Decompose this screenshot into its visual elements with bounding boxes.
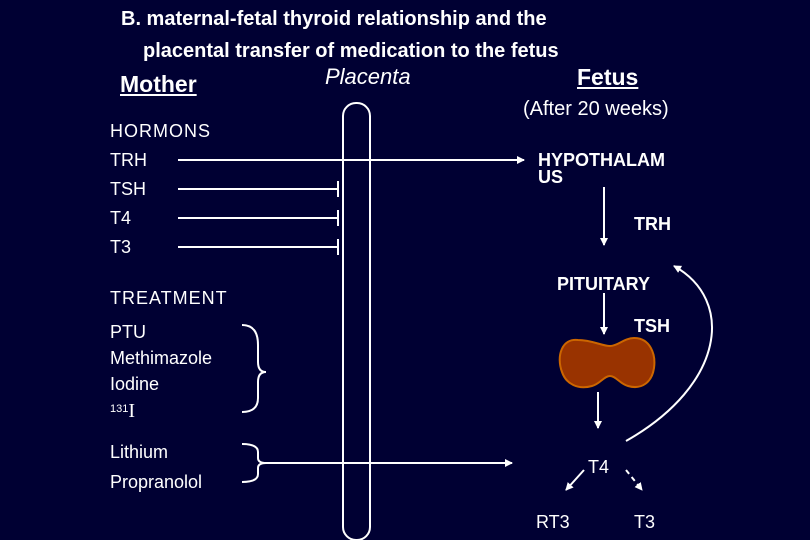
- hormones-heading: HORMONS: [110, 121, 211, 141]
- treatment-brace-2: [241, 443, 267, 483]
- fetal-t4-label: T4: [588, 457, 610, 477]
- placenta-heading: Placenta: [325, 64, 411, 89]
- fetal-thyroid-gland: [558, 336, 656, 389]
- negative-feedback-arrow: [625, 265, 713, 442]
- drug-propranolol: Propranolol: [110, 472, 203, 492]
- drug-radioiodine: 131I: [110, 400, 135, 423]
- t4-to-t3-arrow: [625, 469, 643, 491]
- drug-iodine: Iodine: [110, 374, 160, 394]
- drug-lithium: Lithium: [110, 442, 169, 462]
- fetus-heading: Fetus: [577, 64, 639, 90]
- title-line-1: B. maternal-fetal thyroid relationship a…: [121, 8, 547, 30]
- fetal-tsh-label: TSH: [634, 316, 670, 336]
- hormone-t3: T3: [110, 237, 132, 257]
- mother-heading: Mother: [120, 71, 197, 97]
- title-line-2: placental transfer of medication to the …: [143, 40, 559, 62]
- hypothalamus-label-2: US: [538, 167, 564, 187]
- hormone-t4: T4: [110, 208, 132, 228]
- placenta-barrier: [342, 102, 371, 540]
- treatment-heading: TREATMENT: [110, 288, 228, 308]
- treatment-brace-1: [241, 324, 267, 413]
- fetus-age-note: (After 20 weeks): [523, 98, 669, 120]
- t4-to-rt3-arrow: [565, 469, 585, 491]
- rt3-label: RT3: [536, 512, 570, 532]
- drug-ptu: PTU: [110, 322, 146, 342]
- fetal-trh-label: TRH: [634, 214, 671, 234]
- hormone-tsh: TSH: [110, 179, 146, 199]
- isotope-mass: 131: [110, 403, 129, 415]
- isotope-symbol: I: [128, 400, 136, 422]
- hypothalamus-label-1: HYPOTHALAM: [538, 150, 665, 170]
- fetal-t3-label: T3: [634, 512, 656, 532]
- pituitary-label: PITUITARY: [557, 274, 650, 294]
- drug-methimazole: Methimazole: [110, 348, 213, 368]
- hormone-trh: TRH: [110, 150, 147, 170]
